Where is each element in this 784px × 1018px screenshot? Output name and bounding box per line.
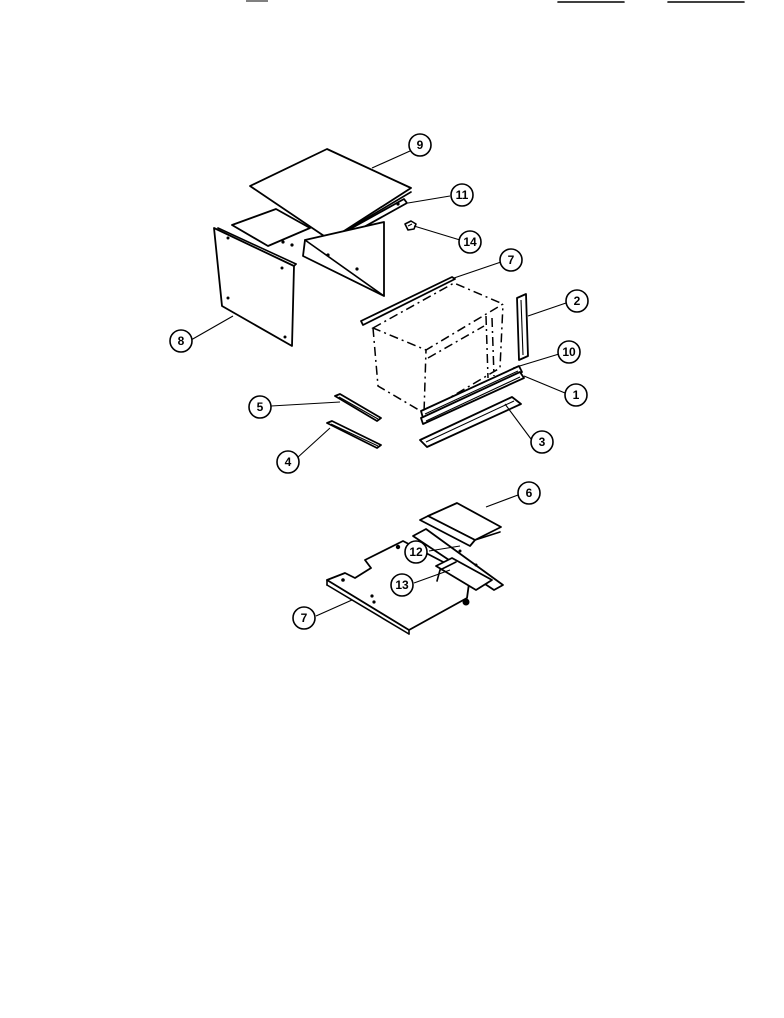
callout-2-label: 2 xyxy=(574,294,581,308)
callout-10-label: 10 xyxy=(562,345,576,359)
part-14-clip xyxy=(404,220,417,231)
leader-lines xyxy=(190,150,567,617)
chassis-box xyxy=(371,282,505,415)
callout-14: 14 xyxy=(458,230,482,254)
callout-3: 3 xyxy=(530,430,554,454)
callout-9-label: 9 xyxy=(417,138,424,152)
callout-4: 4 xyxy=(276,450,300,474)
callout-12-label: 12 xyxy=(409,545,423,559)
part-5-short-rail xyxy=(334,393,382,422)
callout-14-label: 14 xyxy=(463,235,477,249)
part-8-side-panel xyxy=(213,227,297,347)
callout-5: 5 xyxy=(248,395,272,419)
callout-7-lower: 7 xyxy=(292,606,316,630)
callout-1: 1 xyxy=(564,383,588,407)
callout-5-label: 5 xyxy=(257,400,264,414)
callout-10: 10 xyxy=(557,340,581,364)
callout-1-label: 1 xyxy=(573,388,580,402)
callout-6-label: 6 xyxy=(526,486,533,500)
part-1-base-rail xyxy=(420,371,525,425)
callout-11-label: 11 xyxy=(456,188,469,202)
part-12-13-brackets xyxy=(412,528,504,591)
callout-3-label: 3 xyxy=(539,435,546,449)
callout-7-upper-label: 7 xyxy=(508,253,515,267)
callout-7-upper: 7 xyxy=(499,248,523,272)
part-3-bottom-rail xyxy=(419,396,522,448)
part-10-base-rail xyxy=(420,365,523,419)
part-4-short-rail xyxy=(326,420,382,449)
cabinet-shell-rear xyxy=(231,208,385,297)
part-6-bracket-cover xyxy=(419,502,502,547)
callout-8: 8 xyxy=(169,329,193,353)
callout-7-lower-label: 7 xyxy=(301,611,308,625)
part-2-vertical-bracket xyxy=(516,293,529,361)
callout-13: 13 xyxy=(390,573,414,597)
callout-6: 6 xyxy=(517,481,541,505)
callout-12: 12 xyxy=(404,540,428,564)
callout-2: 2 xyxy=(565,289,589,313)
part-7-upper-rail xyxy=(360,276,456,326)
callout-4-label: 4 xyxy=(285,455,292,469)
header-marks xyxy=(246,0,745,3)
callout-9: 9 xyxy=(408,133,432,157)
callout-13-label: 13 xyxy=(395,578,409,592)
callout-8-label: 8 xyxy=(178,334,185,348)
callout-11: 11 xyxy=(450,183,474,207)
